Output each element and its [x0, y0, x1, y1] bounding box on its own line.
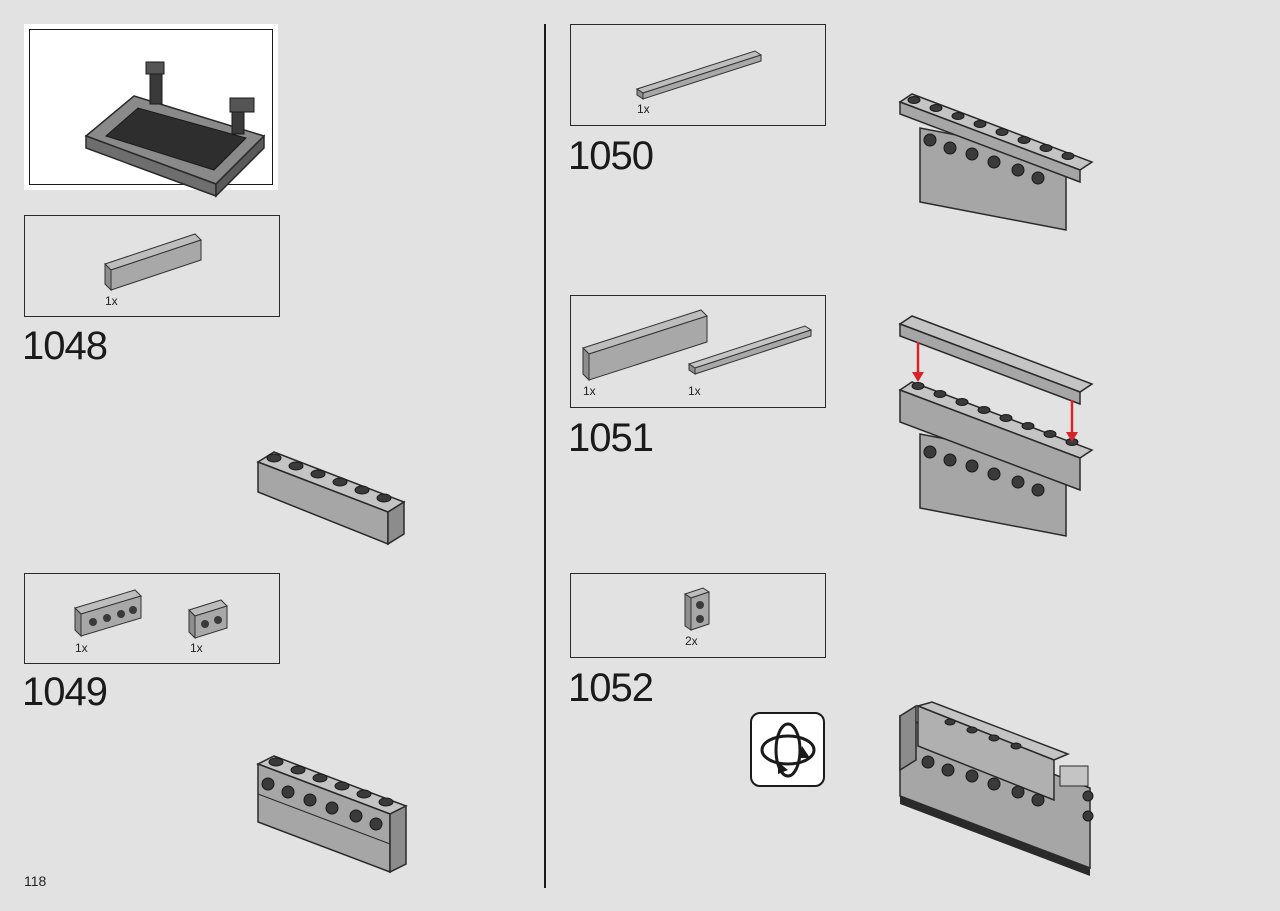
step-1050-model: [898, 93, 1094, 231]
page-divider: [544, 24, 546, 888]
parts-box-step-1051: 1x 1x: [570, 295, 826, 408]
placement-arrow-icon: [912, 342, 1078, 442]
plate-1x8-icon: [635, 50, 763, 100]
subassembly-preview: [24, 24, 278, 198]
step-1052-model: [899, 701, 1094, 876]
brick-1x8-icon: [582, 309, 708, 382]
part-quantity: 1x: [637, 102, 650, 116]
step-number: 1051: [568, 416, 654, 460]
part-quantity: 2x: [685, 634, 698, 648]
step-number: 1052: [568, 666, 654, 710]
technic-brick-1x1-icon: [683, 587, 711, 631]
parts-box-step-1052: 2x: [570, 573, 826, 658]
page-number: 118: [24, 873, 47, 889]
step-1049-model: [256, 755, 408, 874]
part-quantity: 1x: [688, 384, 701, 398]
rotate-model-icon: [750, 712, 825, 787]
part-quantity: 1x: [190, 641, 203, 655]
parts-box-step-1049: 1x 1x: [24, 573, 280, 664]
brick-1x6-icon: [104, 233, 202, 292]
part-quantity: 1x: [583, 384, 596, 398]
subassembly-model-illustration: [84, 61, 266, 198]
parts-box-step-1048: 1x: [24, 215, 280, 317]
step-number: 1049: [22, 670, 108, 714]
parts-box-step-1050: 1x: [570, 24, 826, 126]
tile-1x8-icon: [687, 325, 813, 375]
step-number: 1050: [568, 134, 654, 178]
step-1048-model: [256, 451, 406, 546]
technic-brick-1x2-icon: [188, 599, 228, 640]
part-quantity: 1x: [75, 641, 88, 655]
technic-brick-1x4-icon: [74, 589, 142, 638]
step-1051-model: [898, 315, 1094, 537]
part-quantity: 1x: [105, 294, 118, 308]
step-number: 1048: [22, 324, 108, 368]
